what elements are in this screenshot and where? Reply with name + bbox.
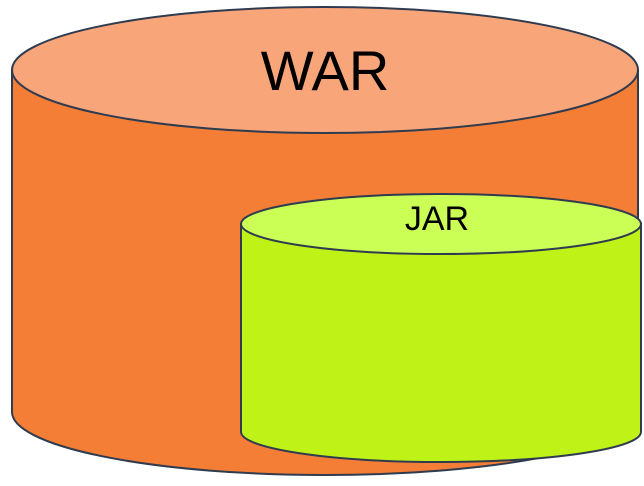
jar-cylinder: JAR [240,193,642,463]
jar-label: JAR [405,200,469,238]
war-cylinder-top [11,6,639,134]
jar-cylinder-top [240,193,642,255]
jar-cylinder-body [240,223,642,463]
war-label: WAR [261,39,390,102]
